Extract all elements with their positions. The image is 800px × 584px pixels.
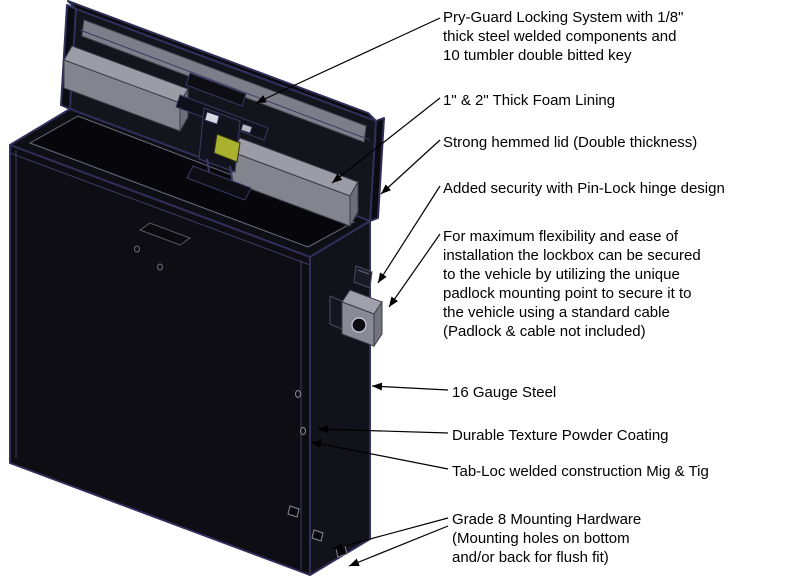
- callout-padlock-mount-label: For maximum flexibility and ease of inst…: [443, 228, 701, 340]
- callout-mounting-hardware-label: Grade 8 Mounting Hardware (Mounting hole…: [452, 511, 642, 566]
- hinge-pin-line: [357, 269, 370, 275]
- foam-blocks: [63, 45, 359, 228]
- mounting-hole-1: [287, 505, 300, 518]
- latch-notch: [138, 222, 192, 246]
- rivet-hole-2: [157, 263, 163, 271]
- weep-hole-1: [295, 390, 301, 398]
- front-top-hem-line: [9, 152, 311, 266]
- callout-tab-loc-label: Tab-Loc welded construction Mig & Tig: [452, 463, 709, 480]
- callout-foam-lining-label: 1" & 2" Thick Foam Lining: [443, 92, 616, 109]
- leader-foam-lining: [331, 97, 441, 184]
- lid-hem-line: [79, 29, 371, 141]
- rivet-hole-1: [134, 245, 140, 253]
- hinge-pin: [353, 265, 373, 289]
- callout-powder-coating-label: Durable Texture Powder Coating: [452, 427, 669, 444]
- leader-gauge-steel: [371, 382, 449, 391]
- leader-lines: [255, 17, 449, 567]
- lock-hasp-plate: [185, 72, 247, 107]
- leader-pin-lock-hinge: [377, 185, 441, 284]
- left-foam-front: [63, 59, 181, 132]
- mounting-hole-2: [311, 529, 324, 542]
- lock-key-cylinder: [213, 133, 241, 163]
- hinge-pin-knuckle: [353, 265, 373, 289]
- callout-hemmed-lid-label: Strong hemmed lid (Double thickness): [443, 134, 698, 151]
- callout-gauge-steel-label: 16 Gauge Steel: [452, 384, 557, 401]
- leader-mounting-hardware-2: [348, 525, 449, 567]
- leader-powder-coating: [317, 425, 449, 434]
- leader-padlock-mount: [388, 233, 441, 308]
- weep-hole-2: [300, 427, 306, 435]
- callout-pry-guard-label: Pry-Guard Locking System with 1/8" thick…: [443, 9, 684, 64]
- lock-detail-plate: [204, 111, 220, 125]
- padlock-hole: [351, 317, 367, 333]
- lock-detail-tab: [240, 123, 253, 134]
- lockbox-body: [9, 108, 371, 576]
- leader-tab-loc: [310, 440, 449, 470]
- lock-base-bracket: [186, 165, 252, 201]
- leader-hemmed-lid: [380, 139, 441, 195]
- locking-mechanism: [175, 72, 269, 201]
- padlock-mount-tab: [329, 289, 383, 348]
- leader-pry-guard: [255, 17, 441, 104]
- surface-details: [134, 222, 348, 558]
- right-foam-front: [231, 151, 351, 227]
- leader-mounting-hardware-1: [332, 517, 449, 551]
- callout-pin-lock-hinge-label: Added security with Pin-Lock hinge desig…: [443, 180, 725, 197]
- body-opening-interior: [28, 115, 356, 248]
